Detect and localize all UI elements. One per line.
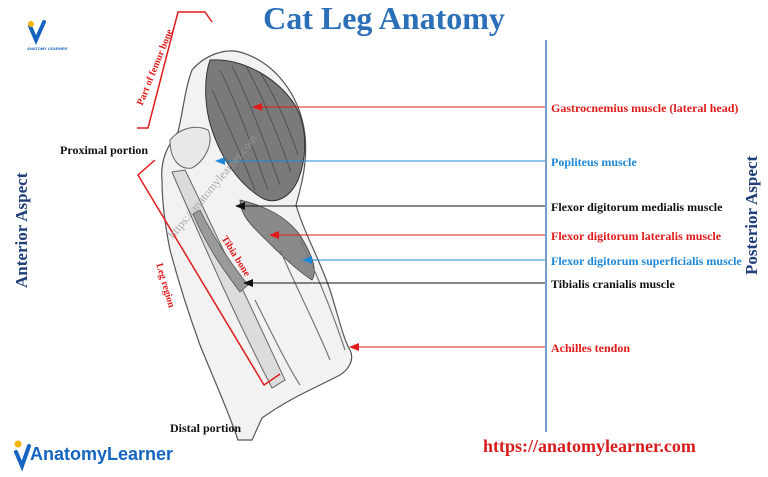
label-flexor-superficialis: Flexor digitorum superficialis muscle [551, 254, 742, 268]
distal-portion-label: Distal portion [170, 421, 242, 435]
flexor-muscles [239, 199, 315, 281]
label-tibialis-cranialis: Tibialis cranialis muscle [551, 277, 675, 291]
muscle-striations [211, 65, 299, 191]
femur-bracket [137, 11, 213, 129]
gastrocnemius-shape [205, 59, 306, 202]
label-popliteus: Popliteus muscle [551, 155, 637, 169]
label-gastrocnemius: Gastrocnemius muscle (lateral head) [551, 101, 739, 115]
pointer-lines [215, 103, 545, 351]
posterior-aspect-label: Posterior Aspect [742, 155, 761, 275]
tibialis-muscle [192, 209, 249, 293]
page-title: Cat Leg Anatomy [263, 0, 505, 36]
label-flexor-medialis: Flexor digitorum medialis muscle [551, 200, 723, 214]
label-achilles-tendon: Achilles tendon [551, 341, 631, 355]
anterior-aspect-label: Anterior Aspect [12, 172, 31, 288]
website-link[interactable]: https://anatomylearner.com [483, 436, 696, 456]
top-logo-mark [28, 20, 46, 45]
bottom-logo-mark [14, 440, 31, 472]
leg-region-bracket [137, 159, 281, 387]
label-flexor-lateralis: Flexor digitorum lateralis muscle [551, 229, 722, 243]
knee-region [169, 126, 211, 169]
proximal-portion-label: Proximal portion [60, 143, 149, 157]
tendons [254, 239, 346, 386]
top-logo-text: ANATOMY LEARNER [27, 46, 68, 51]
brand-logo-text: AnatomyLearner [30, 444, 174, 464]
